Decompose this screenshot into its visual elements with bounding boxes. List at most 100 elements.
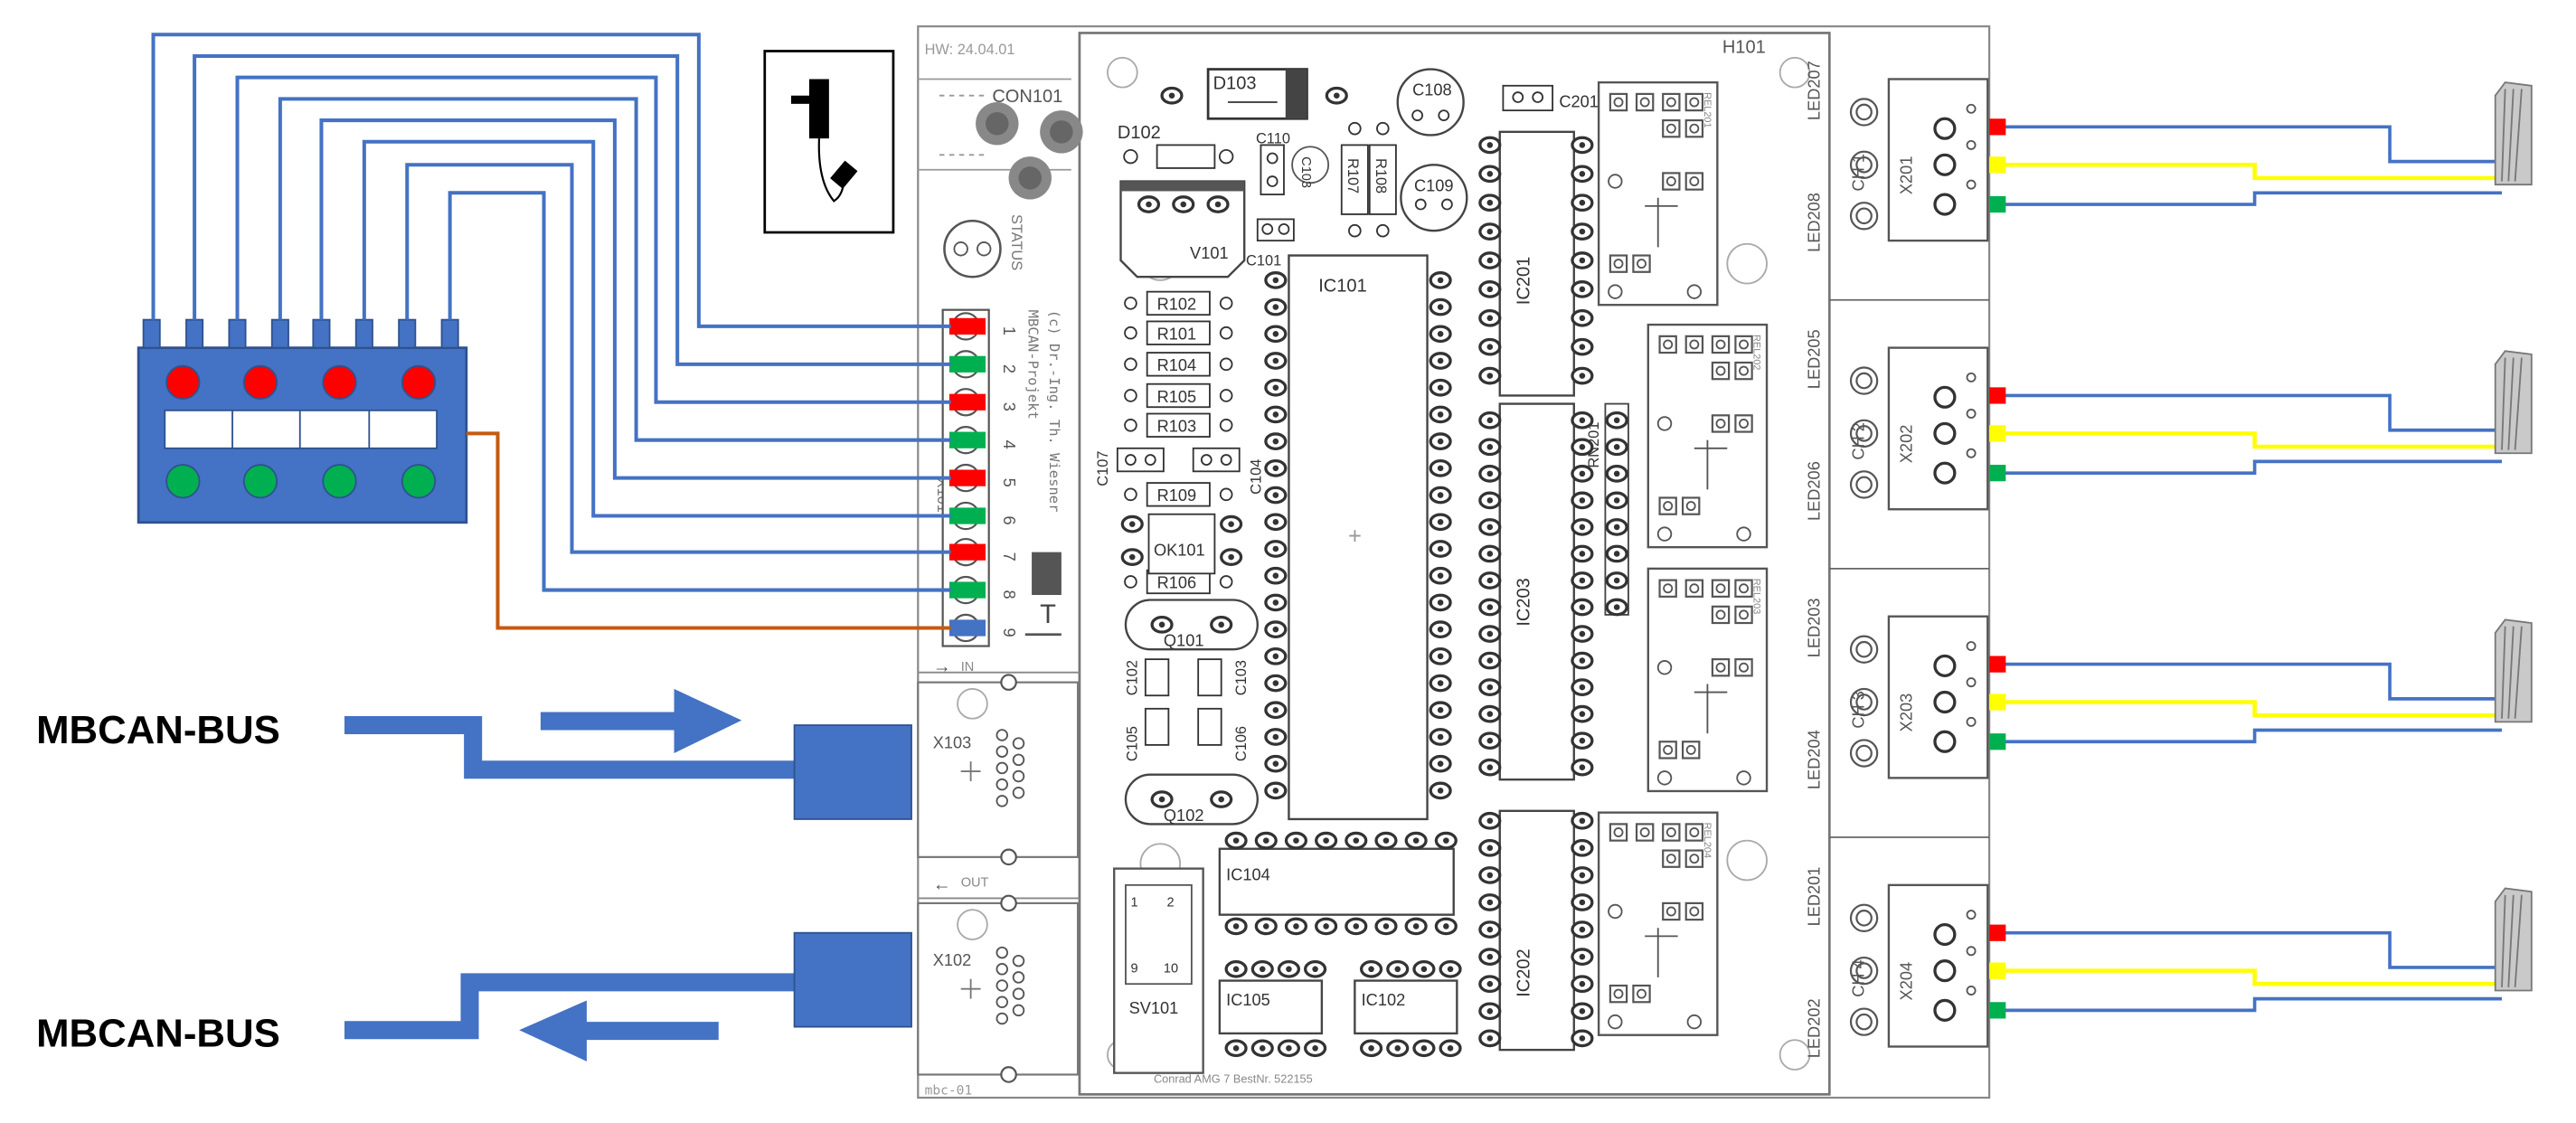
channel-label: CH 4 [1850,959,1868,997]
relay-rel201: REL201 [1597,80,1719,307]
ic201-chip: IC201 [1498,130,1575,397]
x101-pin-number: 6 [1000,516,1018,525]
wire-end-yellow [1989,962,2006,979]
x101-wire-end [948,581,986,599]
turnout-wire-a [2000,125,2503,164]
turnout-wire-b [2000,191,2503,206]
c110-label: C110 [1256,131,1290,147]
r101-label: R101 [1157,325,1197,343]
x101-wire-end [948,431,986,448]
wire-end-red [1989,387,2006,404]
c103a-cap: C103 [1291,146,1330,188]
r106-label: R106 [1157,574,1197,592]
x101-pin-number: 5 [1000,478,1018,487]
c103-label: C103 [1233,660,1250,695]
sv101-label: SV101 [1129,999,1179,1017]
panel-wires [151,33,951,592]
ic104-label: IC104 [1226,865,1270,883]
pcb-board: HW: 24.04.01 H101 CON101 STATUS MBCAN-Pr… [917,25,1991,1099]
r108-label: R108 [1373,158,1389,193]
r102-resistor: R102 [1124,290,1233,316]
rj-pin [1012,971,1025,984]
ic105-chip: IC105 [1218,979,1324,1035]
channel-label: CH 2 [1850,422,1868,460]
q102-crystal: Q102 [1124,773,1259,826]
x101-pin-number: 2 [1000,364,1018,373]
rel201-label: REL201 [1702,92,1713,127]
r108-resistor: R108 [1368,121,1397,238]
turnout-wire-common [2000,968,2503,986]
r107-label: R107 [1345,158,1361,193]
svg-text:T: T [1040,600,1056,629]
turnout-wire-b [2000,728,2503,744]
r104-resistor: R104 [1124,352,1233,377]
ic101-label: IC101 [1318,277,1367,297]
c109-cap: C109 [1400,164,1468,232]
ic201-label: IC201 [1514,257,1534,306]
led-a-label: LED205 [1805,329,1823,389]
x101-wire-end [948,543,986,561]
r109-resistor: R109 [1124,482,1233,507]
r103-resistor: R103 [1124,412,1233,438]
c107-cap: C107 [1095,447,1165,486]
con101-label: CON101 [992,87,1062,107]
x101-wire-end [948,317,986,335]
channel-label: CH 3 [1850,691,1868,729]
ic105-label: IC105 [1226,991,1270,1009]
rj-pin [995,795,1009,807]
rn201-label: RN201 [1586,422,1602,468]
c101-label: C101 [1246,252,1281,269]
wire-end-red [1989,118,2006,136]
turnout-wire-common [2000,431,2503,449]
wire-end-red [1989,924,2006,941]
r103-label: R103 [1157,418,1197,436]
rj-pin [1012,1004,1025,1017]
sv-pin10: 10 [1164,961,1178,976]
bus-out [344,931,912,1062]
power-supply-icon [763,50,895,234]
c107-label: C107 [1095,451,1111,486]
conrad-label: Conrad AMG 7 BestNr. 522155 [1154,1072,1313,1086]
ok101-label: OK101 [1154,541,1205,559]
d103-diode: D103 [1160,68,1348,120]
rj-pin [995,761,1009,775]
turnout-wire-b [2000,459,2503,475]
turnout-wire-a [2000,930,2503,969]
sv101-header: 1 2 9 10 SV101 [1113,867,1204,1074]
turnout-wire-b [2000,996,2503,1013]
r105-label: R105 [1157,388,1197,406]
turnout-motor-icon [2494,350,2533,455]
r104-label: R104 [1157,356,1197,374]
c103a-label: C103 [1298,156,1313,188]
led-b-label: LED204 [1805,730,1823,789]
wire-end-green [1989,195,2006,213]
wire-end-yellow [1989,694,2006,711]
rj-pin [995,778,1009,791]
c104-label: C104 [1248,459,1264,495]
channel-label: CH 1 [1850,154,1868,192]
r107-resistor: R107 [1340,121,1369,238]
bus-label-bottom: MBCAN-BUS [36,1011,280,1055]
credit-project: MBCAN-Projekt [1024,310,1041,420]
c106-label: C106 [1233,726,1250,761]
c110-cap: C110 [1256,131,1290,196]
rj-pin [1012,954,1025,967]
c102-label: C102 [1125,660,1141,695]
x101-wire-end [948,355,986,373]
wire-end-green [1989,465,2006,482]
turnout-motor-icon [2494,887,2533,992]
turnout-wire-common [2000,163,2503,181]
x-connector-label: X202 [1897,425,1915,464]
rj-pin [995,729,1009,741]
x101-pin-number: 3 [1000,402,1018,411]
ic202-label: IC202 [1514,948,1534,997]
wire-end-yellow [1989,425,2006,442]
rj-pin [995,946,1009,959]
rj-pin [1012,737,1025,750]
r105-resistor: R105 [1124,382,1233,409]
hw-version: HW: 24.04.01 [925,42,1015,58]
rel204-label: REL204 [1702,823,1713,858]
